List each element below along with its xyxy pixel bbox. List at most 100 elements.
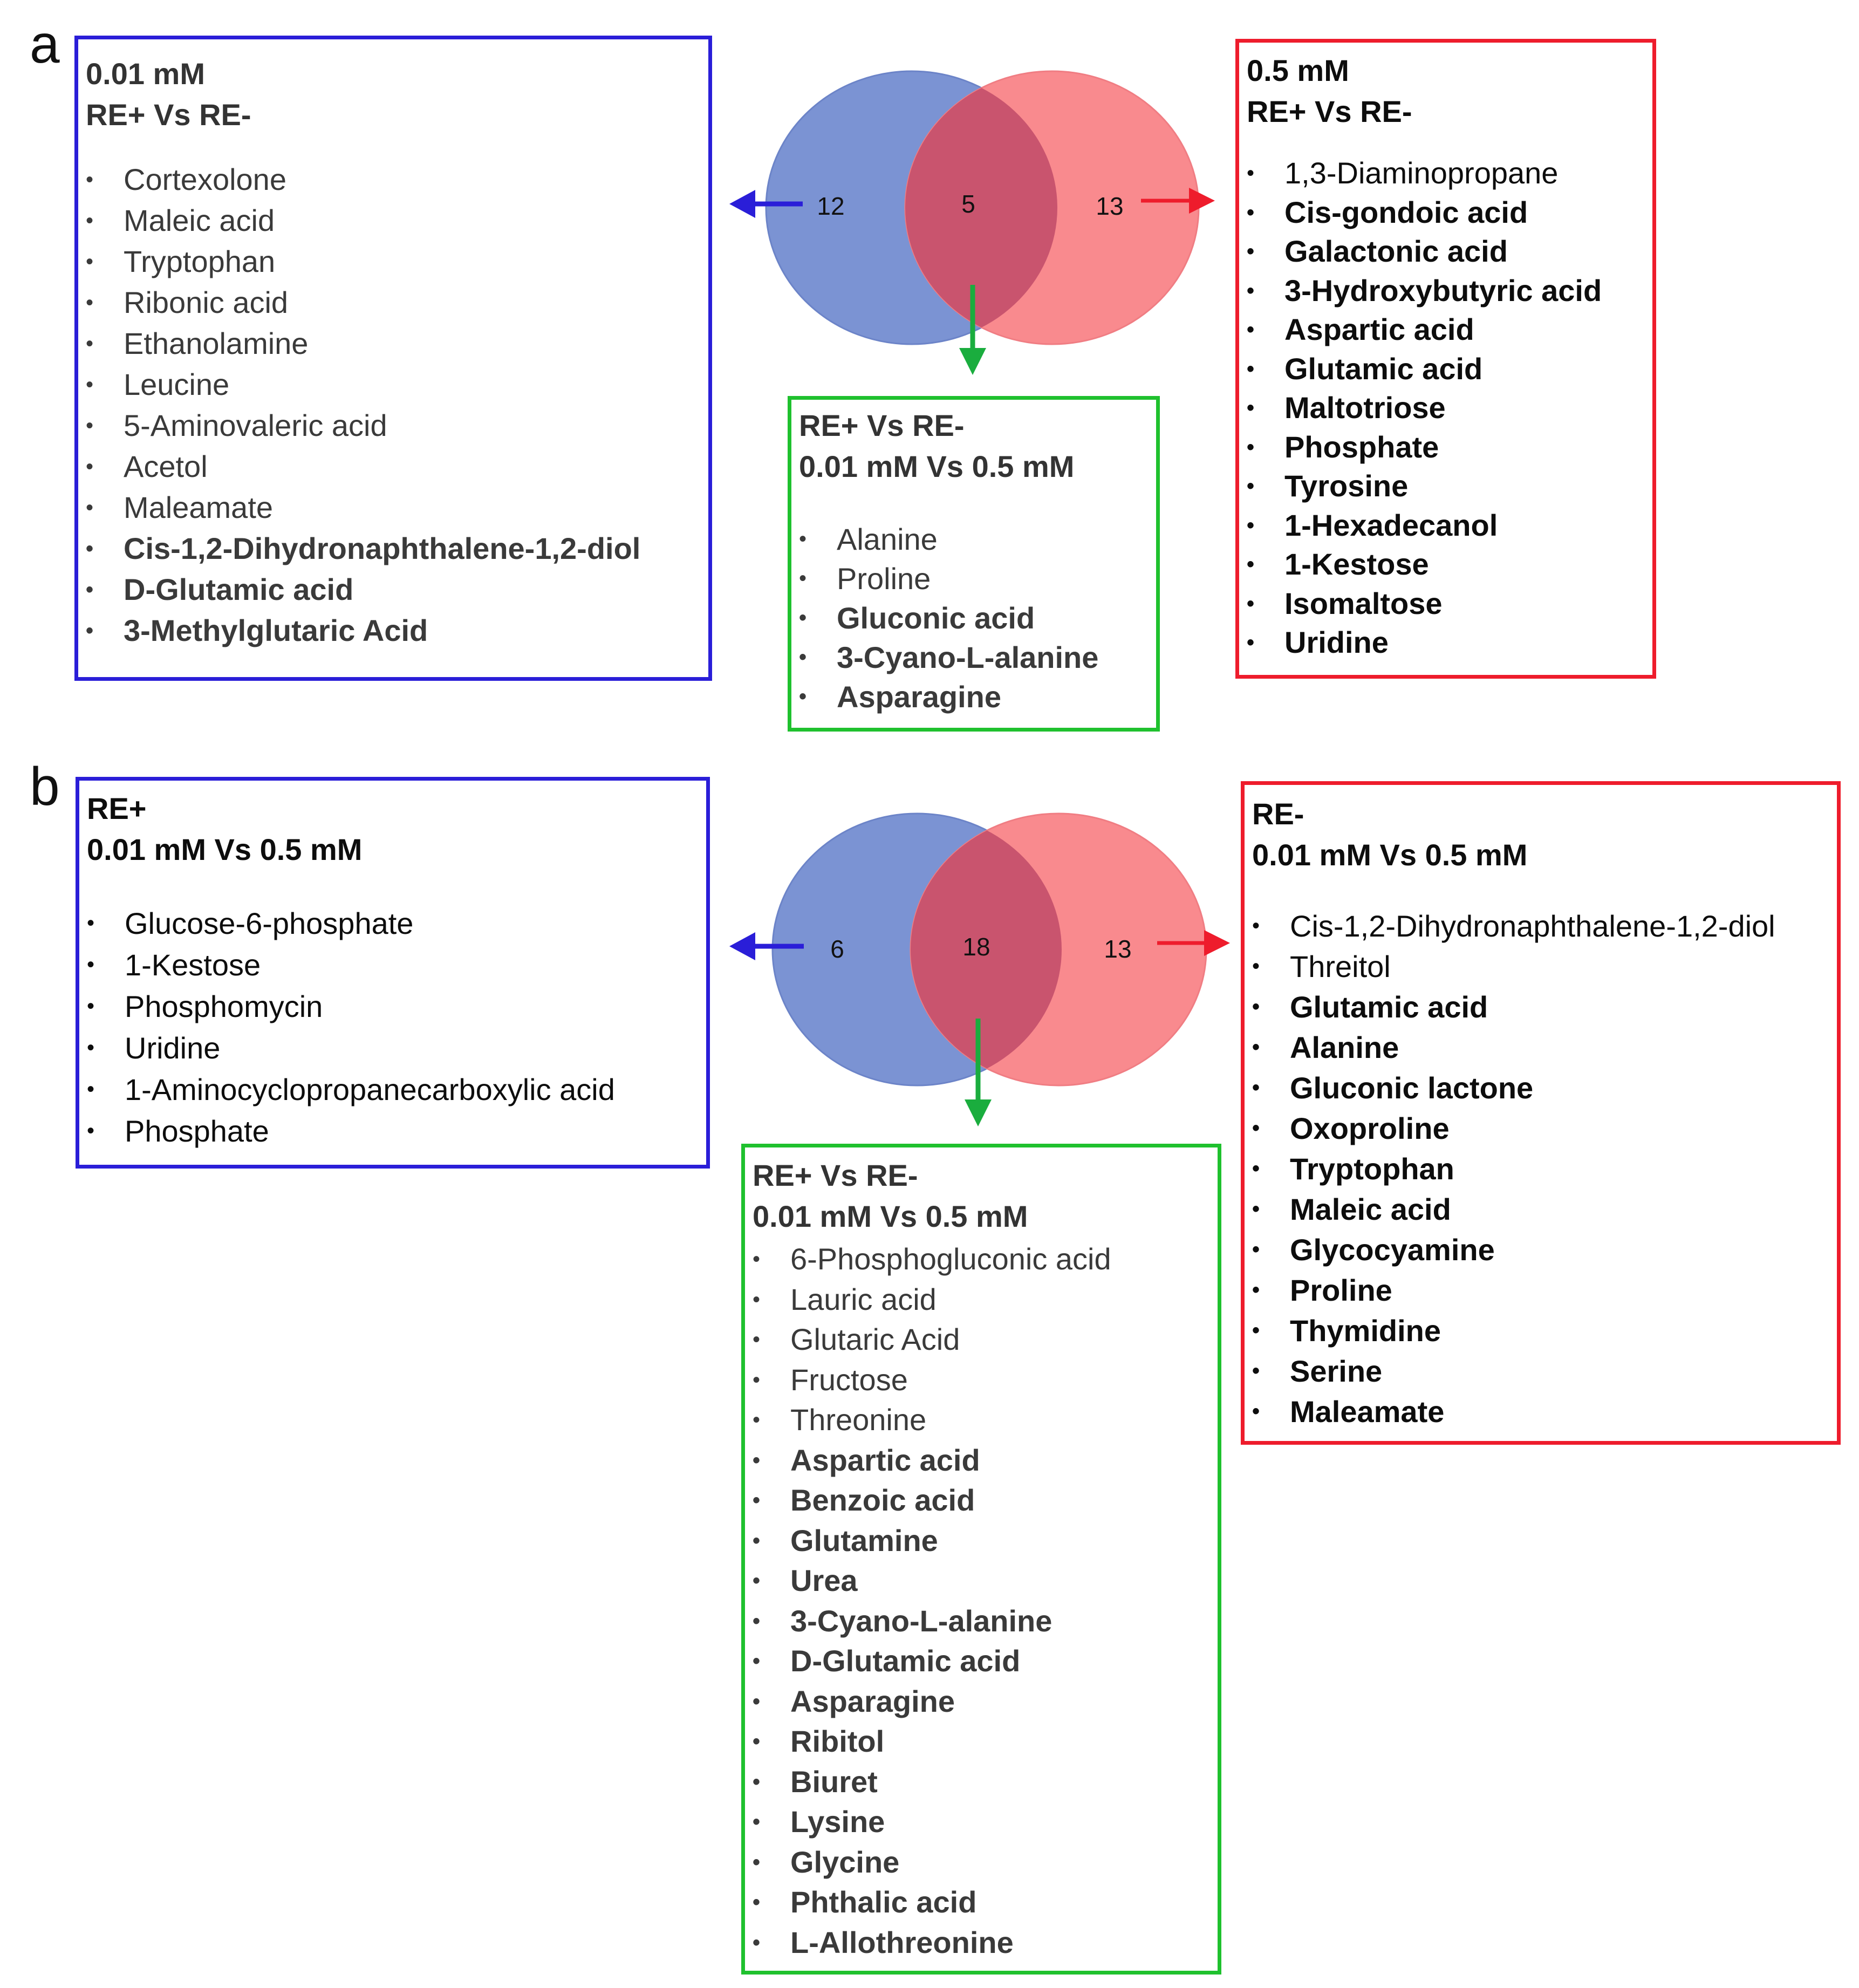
box-title-line: RE- — [1252, 797, 1304, 831]
metabolite-list: Cis-1,2-Dihydronaphthalene-1,2-diolThrei… — [1252, 906, 1829, 1432]
metabolite-item: Cis-gondoic acid — [1247, 193, 1645, 233]
metabolite-list: 1,3-DiaminopropaneCis-gondoic acidGalact… — [1247, 154, 1645, 662]
venn-a-right-count: 13 — [1096, 192, 1123, 220]
metabolite-item: Uridine — [87, 1027, 699, 1069]
box-title-line: RE+ Vs RE- — [753, 1158, 918, 1192]
arrow-b-left — [729, 932, 804, 960]
metabolite-item: Alanine — [1252, 1027, 1829, 1068]
arrow-a-left — [729, 190, 803, 218]
metabolite-item: Phosphomycin — [87, 986, 699, 1027]
metabolite-item: D-Glutamic acid — [86, 569, 701, 610]
metabolite-item: Aspartic acid — [1247, 310, 1645, 350]
metabolite-item: Threonine — [753, 1400, 1210, 1440]
metabolite-item: Threitol — [1252, 946, 1829, 987]
metabolite-item: Lysine — [753, 1802, 1210, 1842]
metabolite-item: Cortexolone — [86, 159, 701, 200]
venn-a: 12 5 13 — [765, 70, 1200, 345]
metabolite-item: Ribitol — [753, 1721, 1210, 1762]
metabolite-item: 3-Cyano-L-alanine — [753, 1601, 1210, 1642]
metabolite-item: Leucine — [86, 364, 701, 405]
metabolite-item: Maleic acid — [1252, 1189, 1829, 1229]
metabolite-list: Glucose-6-phosphate1-KestosePhosphomycin… — [87, 903, 699, 1152]
metabolite-item: 3-Hydroxybutyric acid — [1247, 271, 1645, 311]
box-title-line: 0.01 mM — [86, 57, 205, 91]
metabolite-item: Maleamate — [86, 487, 701, 528]
box-title-line: 0.01 mM Vs 0.5 mM — [1252, 838, 1528, 872]
panel-a-right-box: 0.5 mM RE+ Vs RE- 1,3-DiaminopropaneCis-… — [1235, 39, 1656, 679]
metabolite-item: L-Allothreonine — [753, 1923, 1210, 1963]
metabolite-item: 3-Cyano-L-alanine — [799, 638, 1149, 677]
metabolite-item: Glycine — [753, 1842, 1210, 1883]
panel-b-center-box: RE+ Vs RE- 0.01 mM Vs 0.5 mM 6-Phosphogl… — [741, 1144, 1221, 1975]
metabolite-item: Glutamic acid — [1247, 350, 1645, 389]
panel-b-label: b — [30, 756, 60, 817]
metabolite-item: Fructose — [753, 1360, 1210, 1401]
metabolite-list: CortexoloneMaleic acidTryptophanRibonic … — [86, 159, 701, 651]
venn-b-overlap — [911, 814, 1062, 1085]
metabolite-item: Asparagine — [799, 677, 1149, 716]
box-title-line: 0.01 mM Vs 0.5 mM — [753, 1199, 1028, 1233]
metabolite-item: Cis-1,2-Dihydronaphthalene-1,2-diol — [1252, 906, 1829, 946]
metabolite-item: Phthalic acid — [753, 1882, 1210, 1923]
venn-b: 6 18 13 — [771, 812, 1207, 1087]
arrow-a-right — [1141, 188, 1215, 214]
metabolite-item: Gluconic acid — [799, 598, 1149, 638]
venn-a-overlap — [905, 71, 1057, 344]
metabolite-item: Urea — [753, 1561, 1210, 1601]
metabolite-item: Acetol — [86, 446, 701, 487]
venn-a-left-count: 12 — [817, 192, 844, 220]
metabolite-list: 6-Phosphogluconic acidLauric acidGlutari… — [753, 1239, 1210, 1963]
metabolite-item: Alanine — [799, 520, 1149, 559]
box-title-line: 0.01 mM Vs 0.5 mM — [87, 832, 363, 866]
metabolite-list: AlanineProlineGluconic acid3-Cyano-L-ala… — [799, 520, 1149, 716]
metabolite-item: Maltotriose — [1247, 388, 1645, 428]
panel-b-left-box: RE+ 0.01 mM Vs 0.5 mM Glucose-6-phosphat… — [76, 777, 710, 1169]
metabolite-item: Tryptophan — [1252, 1149, 1829, 1189]
metabolite-item: Asparagine — [753, 1682, 1210, 1722]
venn-b-overlap-count: 18 — [962, 933, 990, 961]
metabolite-item: Proline — [799, 559, 1149, 598]
metabolite-item: Glycocyamine — [1252, 1229, 1829, 1270]
box-title-line: 0.01 mM Vs 0.5 mM — [799, 449, 1075, 483]
metabolite-item: Lauric acid — [753, 1280, 1210, 1320]
metabolite-item: Phosphate — [87, 1110, 699, 1152]
metabolite-item: D-Glutamic acid — [753, 1641, 1210, 1682]
metabolite-item: 1,3-Diaminopropane — [1247, 154, 1645, 193]
metabolite-item: Tryptophan — [86, 241, 701, 282]
metabolite-item: 1-Kestose — [87, 944, 699, 986]
metabolite-item: Glutaric Acid — [753, 1320, 1210, 1360]
arrow-b-right — [1157, 930, 1230, 956]
metabolite-item: Glutamic acid — [1252, 987, 1829, 1027]
arrow-a-down — [959, 285, 986, 375]
venn-b-left-count: 6 — [830, 935, 844, 963]
metabolite-item: Oxoproline — [1252, 1108, 1829, 1149]
box-title-line: RE+ — [87, 791, 147, 825]
panel-a-center-box: RE+ Vs RE- 0.01 mM Vs 0.5 mM AlanineProl… — [788, 396, 1160, 732]
metabolite-item: Biuret — [753, 1762, 1210, 1802]
metabolite-item: Uridine — [1247, 623, 1645, 662]
box-title-line: 0.5 mM — [1247, 53, 1349, 87]
metabolite-item: 5-Aminovaleric acid — [86, 405, 701, 446]
metabolite-item: Proline — [1252, 1270, 1829, 1310]
metabolite-item: 1-Hexadecanol — [1247, 506, 1645, 545]
metabolite-item: Benzoic acid — [753, 1480, 1210, 1521]
metabolite-item: Aspartic acid — [753, 1440, 1210, 1481]
metabolite-item: Isomaltose — [1247, 584, 1645, 624]
box-title-line: RE+ Vs RE- — [1247, 94, 1412, 128]
panel-b-right-box: RE- 0.01 mM Vs 0.5 mM Cis-1,2-Dihydronap… — [1241, 781, 1841, 1445]
panel-a-label: a — [30, 14, 60, 74]
metabolite-item: Gluconic lactone — [1252, 1068, 1829, 1108]
metabolite-item: 3-Methylglutaric Acid — [86, 610, 701, 651]
venn-b-right-count: 13 — [1104, 935, 1131, 963]
metabolite-item: Serine — [1252, 1351, 1829, 1391]
arrow-b-down — [965, 1019, 992, 1126]
metabolite-item: 1-Aminocyclopropanecarboxylic acid — [87, 1069, 699, 1110]
metabolite-item: Glutamine — [753, 1521, 1210, 1561]
panel-a-left-box: 0.01 mM RE+ Vs RE- CortexoloneMaleic aci… — [74, 36, 712, 681]
metabolite-item: 6-Phosphogluconic acid — [753, 1239, 1210, 1280]
metabolite-item: Thymidine — [1252, 1310, 1829, 1351]
metabolite-item: Glucose-6-phosphate — [87, 903, 699, 944]
metabolite-item: Maleic acid — [86, 200, 701, 241]
venn-a-overlap-count: 5 — [961, 190, 975, 218]
